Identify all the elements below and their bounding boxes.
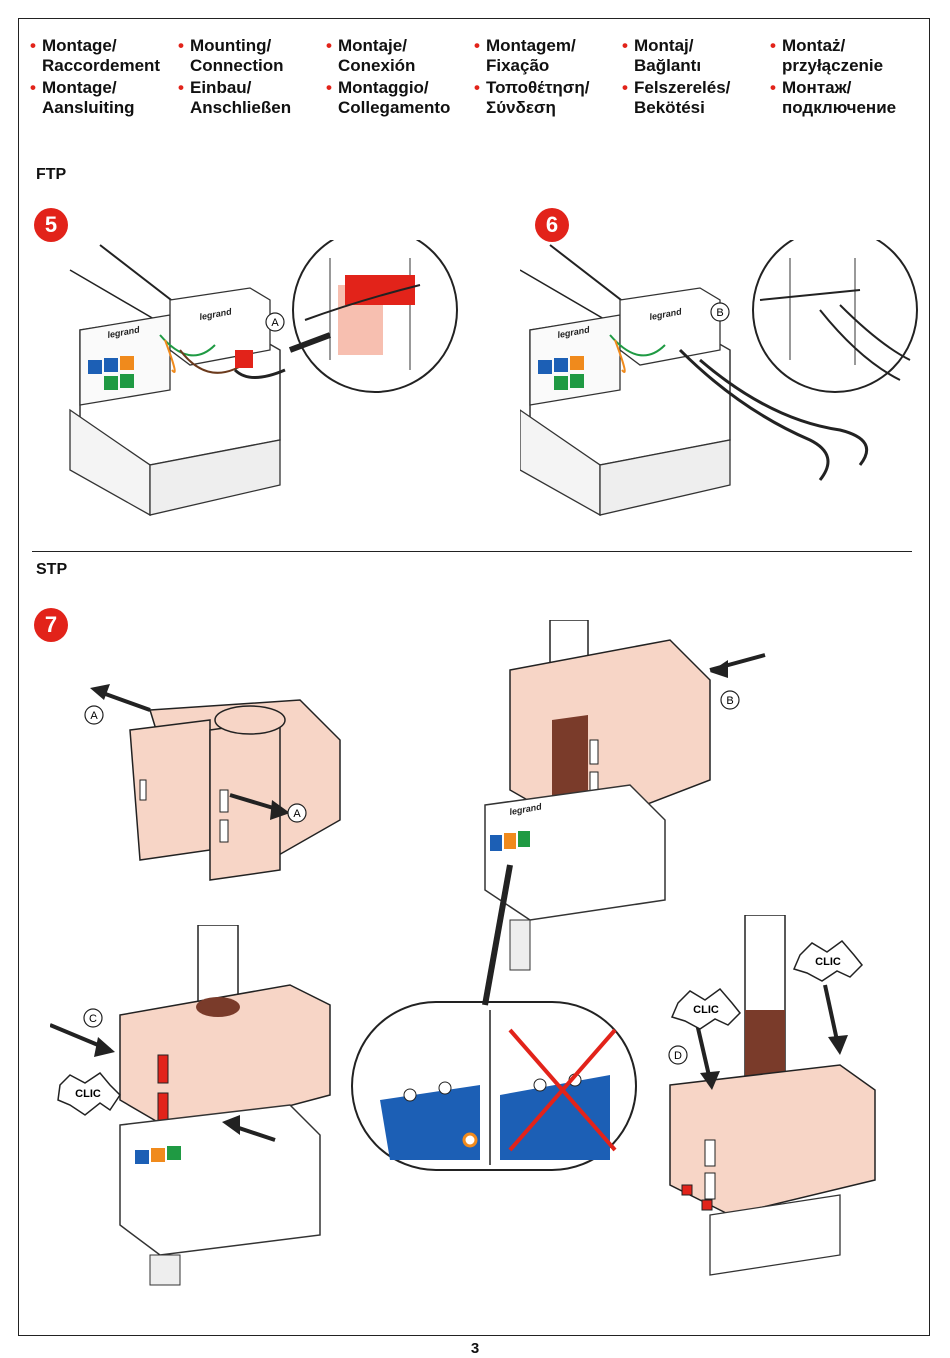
lang-text: Монтаж/ подключение bbox=[782, 78, 897, 117]
lang-text: Montage/ Aansluiting bbox=[42, 78, 135, 117]
callout-c: C bbox=[89, 1013, 97, 1025]
lang-text: Montaż/ przyłączenie bbox=[782, 36, 884, 75]
callout-a: A bbox=[90, 710, 98, 722]
step7-detail-wrong bbox=[351, 1001, 637, 1171]
lang-item: Montaż/ przyłączenie bbox=[770, 36, 918, 76]
lang-text: Montage/ Raccordement bbox=[42, 36, 161, 75]
lang-item: Felszerelés/ Bekötési bbox=[622, 78, 770, 118]
callout-d: D bbox=[674, 1050, 682, 1062]
lang-column-6: Montaż/ przyłączenie Монтаж/ подключение bbox=[770, 36, 918, 120]
step7-shield-connector: legrand B bbox=[484, 620, 766, 971]
lang-item: Montaggio/ Collegamento bbox=[326, 78, 474, 118]
step6-illustration: legrand legrand B bbox=[520, 240, 918, 517]
lang-text: Τοποθέτηση/ Σύνδεση bbox=[486, 78, 590, 117]
step-badge-5: 5 bbox=[34, 208, 68, 242]
lang-item: Montage/ Raccordement bbox=[30, 36, 178, 76]
lang-item: Montage/ Aansluiting bbox=[30, 78, 178, 118]
lang-text: Montaggio/ Collegamento bbox=[338, 78, 451, 117]
lang-text: Montaje/ Conexión bbox=[338, 36, 416, 75]
lang-item: Τοποθέτηση/ Σύνδεση bbox=[474, 78, 622, 118]
lang-column-4: Montagem/ Fixação Τοποθέτηση/ Σύνδεση bbox=[474, 36, 622, 120]
section-divider bbox=[32, 551, 912, 552]
lang-text: Einbau/ Anschließen bbox=[190, 78, 292, 117]
clic-label: CLIC bbox=[75, 1088, 101, 1100]
section-label-ftp: FTP bbox=[36, 166, 67, 183]
lang-column-3: Montaje/ Conexión Montaggio/ Collegament… bbox=[326, 36, 474, 120]
lang-text: Mounting/ Connection bbox=[190, 36, 284, 75]
section-label-stp: STP bbox=[36, 561, 68, 578]
clic-label: CLIC bbox=[693, 1004, 719, 1016]
lang-text: Montagem/ Fixação bbox=[486, 36, 576, 75]
clic-label: CLIC bbox=[815, 956, 841, 968]
lang-text: Felszerelés/ Bekötési bbox=[634, 78, 731, 117]
step7-shield-closed: D CLIC CLIC bbox=[668, 915, 876, 1276]
lang-item: Montagem/ Fixação bbox=[474, 36, 622, 76]
page-frame bbox=[18, 18, 930, 1336]
page-number: 3 bbox=[470, 1340, 480, 1357]
step7-shield-slide: C CLIC bbox=[50, 925, 331, 1286]
detail-pointer bbox=[482, 864, 513, 1006]
step-badge-6: 6 bbox=[535, 208, 569, 242]
step7-shield-open: A A bbox=[84, 684, 341, 881]
lang-column-2: Mounting/ Connection Einbau/ Anschließen bbox=[178, 36, 326, 120]
step5-illustration: legrand legrand A bbox=[69, 240, 458, 517]
lang-text: Montaj/ Bağlantı bbox=[634, 36, 702, 75]
lang-item: Mounting/ Connection bbox=[178, 36, 326, 76]
lang-column-5: Montaj/ Bağlantı Felszerelés/ Bekötési bbox=[622, 36, 770, 120]
lang-item: Монтаж/ подключение bbox=[770, 78, 918, 118]
callout-a: A bbox=[271, 317, 279, 329]
lang-item: Montaje/ Conexión bbox=[326, 36, 474, 76]
callout-b: B bbox=[716, 307, 723, 319]
lang-column-1: Montage/ Raccordement Montage/ Aansluiti… bbox=[30, 36, 178, 120]
callout-b: B bbox=[726, 695, 733, 707]
lang-item: Einbau/ Anschließen bbox=[178, 78, 326, 118]
lang-item: Montaj/ Bağlantı bbox=[622, 36, 770, 76]
step-badge-7: 7 bbox=[34, 608, 68, 642]
callout-a: A bbox=[293, 808, 301, 820]
